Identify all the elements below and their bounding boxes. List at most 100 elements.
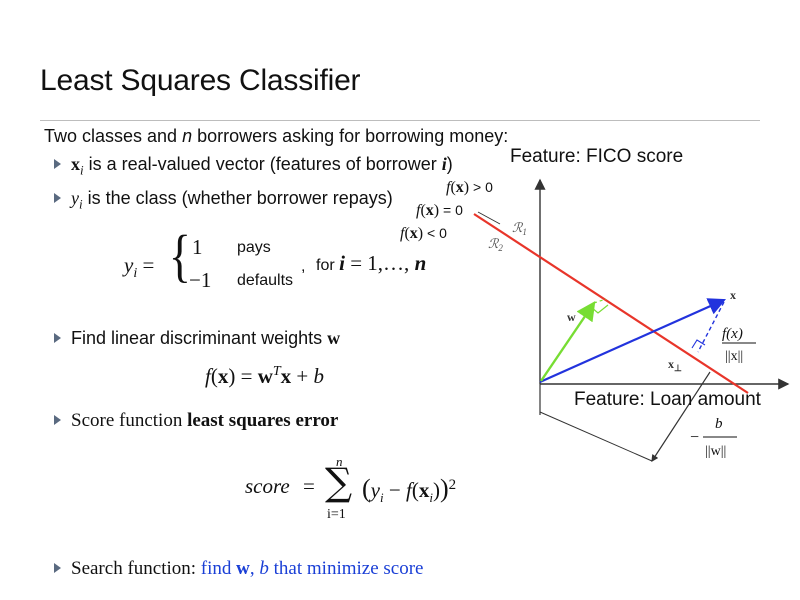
proj-denominator: ||x|| <box>725 349 743 364</box>
case2-value: −1 <box>189 268 212 292</box>
score-eq: = <box>303 474 315 498</box>
sum-bottom: i=1 <box>327 507 346 522</box>
bias-numerator: b <box>715 416 723 432</box>
proj-numerator: f(x) <box>722 326 743 342</box>
f-neg-x: x <box>409 225 418 242</box>
case1-value: 1 <box>192 235 203 259</box>
search-b: b <box>259 558 269 579</box>
x-right-angle <box>691 339 706 349</box>
f-neg-text: f <box>400 225 405 242</box>
sum-top: n <box>336 454 343 469</box>
x-perp-label: x⊥ <box>668 357 682 373</box>
w-dashed-normal <box>593 298 607 304</box>
xi-var: x <box>71 154 80 174</box>
score-body: (yi − f(xi))2 <box>362 474 457 506</box>
piecewise-lhs: yi = <box>124 253 154 282</box>
disc-T: T <box>272 364 281 379</box>
decision-boundary <box>473 213 749 394</box>
x-dashed-distance <box>697 301 725 353</box>
body-y: y <box>370 478 380 502</box>
range-for: for <box>316 257 340 274</box>
disc-f: f <box>205 364 211 388</box>
piecewise-comma: , <box>301 258 306 275</box>
search-text: Search function: <box>71 558 201 579</box>
w-vector-label: w <box>567 310 576 324</box>
disc-eq: = <box>235 364 258 388</box>
range-i: i <box>339 251 345 275</box>
disc-x2: x <box>280 364 292 388</box>
bias-minus: − <box>690 429 699 446</box>
body-open: ( <box>362 474 371 503</box>
piecewise-brace: { <box>168 223 192 288</box>
f-neg-sign: < 0 <box>423 225 447 241</box>
f-pos-x: x <box>455 179 464 196</box>
score-bold: least squares error <box>187 410 339 431</box>
body-f: f <box>405 478 412 502</box>
bullet-xi: xi is a real-valued vector (features of … <box>54 154 453 179</box>
score-lhs-text: score <box>245 474 290 498</box>
fico-axis-label: Feature: FICO score <box>510 146 684 167</box>
region-1-label: ℛ1 <box>512 220 527 237</box>
yi-var: y <box>71 188 79 208</box>
bias-denominator: ||w|| <box>705 444 726 459</box>
bullet-triangle-icon <box>54 193 61 203</box>
intro-text-b: borrowers asking for borrowing money: <box>192 126 509 146</box>
xi-sub: i <box>80 162 84 178</box>
bullet-triangle-icon <box>54 333 61 343</box>
weights-w: w <box>327 328 341 348</box>
region-2-label: ℛ2 <box>488 236 503 253</box>
w-vector <box>540 301 596 382</box>
case2-label: defaults <box>237 272 294 289</box>
search-comma: , <box>249 558 260 579</box>
f-zero-label: f(x) = 0 <box>416 202 463 219</box>
disc-b: b <box>313 364 325 388</box>
range-n: n <box>414 251 427 275</box>
body-minus: − <box>383 478 406 502</box>
f-zero-text: f <box>416 202 421 219</box>
body-y-sub: i <box>380 490 384 506</box>
body-power: 2 <box>448 477 457 493</box>
slide-title: Least Squares Classifier <box>40 64 361 97</box>
bullet-triangle-icon <box>54 159 61 169</box>
bias-arrow-tail <box>539 411 653 462</box>
search-find: find <box>200 558 237 579</box>
disc-w: w <box>257 364 273 388</box>
loan-axis-label: Feature: Loan amount <box>574 389 761 410</box>
xi-text: is a real-valued vector (features of bor… <box>83 154 442 174</box>
disc-x: x <box>217 364 229 388</box>
search-w: w <box>236 558 250 579</box>
score-lhs: score <box>245 474 290 499</box>
disc-plus: + <box>291 364 314 388</box>
sum-sigma: ∑ <box>325 460 353 504</box>
bullet-weights: Find linear discriminant weights w <box>54 328 340 349</box>
f-zero-x: x <box>425 202 434 219</box>
bullet-yi: yi is the class (whether borrower repays… <box>54 188 393 213</box>
f-negative-label: f(x) < 0 <box>400 225 447 242</box>
search-rest: that minimize score <box>268 558 424 579</box>
score-text: Score function <box>71 410 188 431</box>
piecewise-y-sub: i <box>133 266 138 282</box>
pointer-line <box>477 211 501 225</box>
w-right-angle <box>590 304 609 314</box>
range-text: = 1,…, <box>344 251 415 275</box>
x-vector <box>539 298 727 384</box>
yi-text: is the class (whether borrower repays) <box>82 188 393 208</box>
xi-i: i <box>441 154 447 174</box>
bullet-triangle-icon <box>54 415 61 425</box>
body-close: ) <box>439 474 449 503</box>
x-vector-label: x <box>730 288 736 302</box>
case1-label: pays <box>237 239 271 256</box>
piecewise-eq: = <box>137 253 155 277</box>
yi-sub: i <box>79 196 83 212</box>
f-pos-text: f <box>446 179 451 196</box>
xi-close: ) <box>446 154 453 174</box>
intro-n: n <box>182 126 193 146</box>
f-positive-label: f(x) > 0 <box>446 179 493 196</box>
weights-text: Find linear discriminant weights <box>71 328 328 348</box>
intro-text-a: Two classes and <box>44 126 183 146</box>
piecewise-range: for i = 1,…, n <box>316 251 426 276</box>
bullet-triangle-icon <box>54 563 61 573</box>
body-x-sub: i <box>429 490 433 506</box>
f-zero-sign: = 0 <box>439 202 463 218</box>
